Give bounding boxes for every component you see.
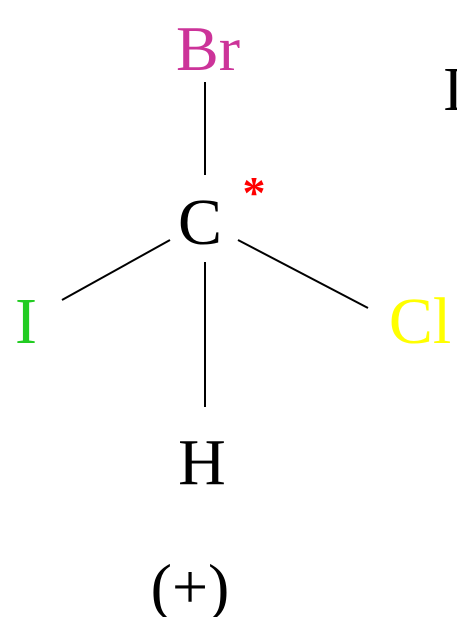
bond-right — [237, 239, 369, 309]
atom-bottom-label: H — [178, 426, 226, 499]
rotation-label: (+) — [151, 551, 230, 617]
atom-left-label: I — [15, 285, 37, 358]
edge-fragment-text: I — [443, 56, 457, 124]
stereocenter-asterisk: * — [243, 167, 266, 218]
bond-left — [61, 239, 171, 301]
atom-right-label: Cl — [389, 285, 451, 358]
atom-center-label: C — [178, 186, 222, 259]
atom-top-label: Br — [176, 13, 240, 84]
